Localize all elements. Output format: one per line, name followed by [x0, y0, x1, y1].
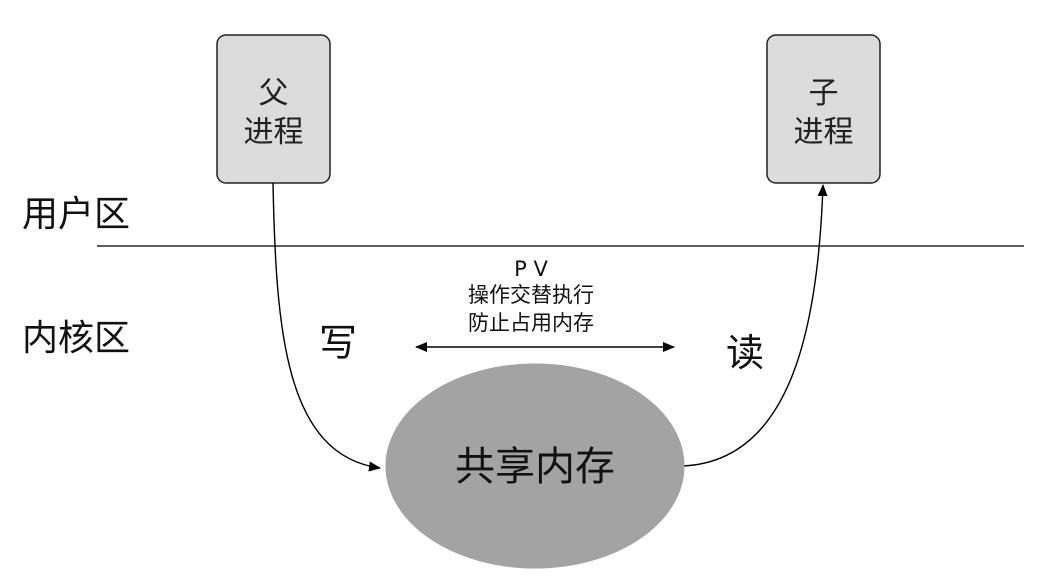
child-process-box: 子 进程: [766, 34, 881, 184]
user-zone-label: 用户区: [22, 194, 130, 235]
read-arrow: [681, 184, 828, 467]
read-label: 读: [726, 331, 764, 375]
pv-note-line1: P V: [514, 257, 548, 281]
pv-note-line2: 操作交替执行: [468, 283, 594, 307]
write-label: 写: [319, 321, 357, 365]
parent-process-box: 父 进程: [216, 34, 331, 184]
parent-process-label-line1: 父: [259, 76, 289, 111]
child-process-label-line2: 进程: [794, 115, 854, 150]
shared-memory-label: 共享内存: [455, 444, 615, 490]
kernel-zone-label: 内核区: [22, 318, 130, 359]
shared-memory-ellipse: 共享内存: [385, 363, 685, 569]
write-arrow: [272, 182, 381, 472]
pv-note-line3: 防止占用内存: [468, 311, 594, 335]
parent-process-label-line2: 进程: [244, 115, 304, 150]
child-process-label-line1: 子: [809, 76, 839, 111]
